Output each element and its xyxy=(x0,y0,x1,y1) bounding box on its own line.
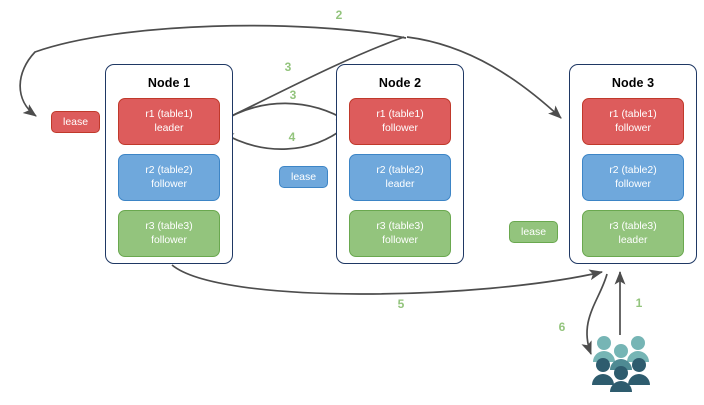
node-2-title: Node 2 xyxy=(378,76,422,90)
node-2-replica-r2-role: leader xyxy=(385,178,415,190)
node-2-replica-r2[interactable]: r2 (table2) leader xyxy=(349,154,451,201)
step-label-3b: 3 xyxy=(289,88,297,102)
node-3-replica-r3-role: leader xyxy=(618,234,648,246)
node-3-replica-r3[interactable]: r3 (table3) leader xyxy=(582,210,684,257)
edge-5-node1-to-node3 xyxy=(171,264,603,295)
node-2-replica-r1[interactable]: r1 (table1) follower xyxy=(349,98,451,145)
node-3-replica-r3-name: r3 (table3) xyxy=(609,221,657,233)
lease-badge-range2[interactable]: lease xyxy=(279,166,329,188)
node-1-replica-r1-role: leader xyxy=(154,122,184,134)
node-1-replica-r1-name: r1 (table1) xyxy=(145,109,193,121)
node-2-replica-r3[interactable]: r3 (table3) follower xyxy=(349,210,451,257)
node-2[interactable]: Node 2 r1 (table1) follower r2 (table2) … xyxy=(336,64,464,264)
node-1-replica-r3[interactable]: r3 (table3) follower xyxy=(118,210,220,257)
step-label-2: 2 xyxy=(335,8,343,22)
node-2-replica-r2-name: r2 (table2) xyxy=(376,165,424,177)
node-1-replica-r1[interactable]: r1 (table1) leader xyxy=(118,98,220,145)
node-2-replica-r3-role: follower xyxy=(382,234,418,246)
node-1-replica-r3-name: r3 (table3) xyxy=(145,221,193,233)
node-1-replica-r2-name: r2 (table2) xyxy=(145,165,193,177)
node-2-replica-r1-role: follower xyxy=(382,122,418,134)
step-label-4: 4 xyxy=(288,130,296,144)
node-2-replicas: r1 (table1) follower r2 (table2) leader … xyxy=(337,98,463,268)
node-1-replica-r2-role: follower xyxy=(151,178,187,190)
node-3-replicas: r1 (table1) follower r2 (table2) followe… xyxy=(570,98,696,268)
step-label-6: 6 xyxy=(558,320,566,334)
node-2-replica-r1-name: r1 (table1) xyxy=(376,109,424,121)
edge-3-node1-to-node2 xyxy=(218,102,350,124)
step-label-3a: 3 xyxy=(284,60,292,74)
node-1-replica-r2[interactable]: r2 (table2) follower xyxy=(118,154,220,201)
lease-badge-range1[interactable]: lease xyxy=(51,111,101,133)
node-1-title: Node 1 xyxy=(147,76,191,90)
step-label-1: 1 xyxy=(635,296,643,310)
step-label-5: 5 xyxy=(397,297,405,311)
node-1-replica-r3-role: follower xyxy=(151,234,187,246)
lease-badge-range3[interactable]: lease xyxy=(509,221,559,243)
node-3-replica-r2[interactable]: r2 (table2) follower xyxy=(582,154,684,201)
node-3-replica-r2-role: follower xyxy=(615,178,651,190)
users-group-icon xyxy=(592,336,650,392)
node-1[interactable]: Node 1 r1 (table1) leader r2 (table2) fo… xyxy=(105,64,233,264)
node-3[interactable]: Node 3 r1 (table1) follower r2 (table2) … xyxy=(569,64,697,264)
node-3-replica-r1-name: r1 (table1) xyxy=(609,109,657,121)
node-3-replica-r2-name: r2 (table2) xyxy=(609,165,657,177)
node-1-replicas: r1 (table1) leader r2 (table2) follower … xyxy=(106,98,232,268)
node-3-replica-r1[interactable]: r1 (table1) follower xyxy=(582,98,684,145)
node-2-replica-r3-name: r3 (table3) xyxy=(376,221,424,233)
node-3-title: Node 3 xyxy=(611,76,655,90)
node-3-replica-r1-role: follower xyxy=(615,122,651,134)
